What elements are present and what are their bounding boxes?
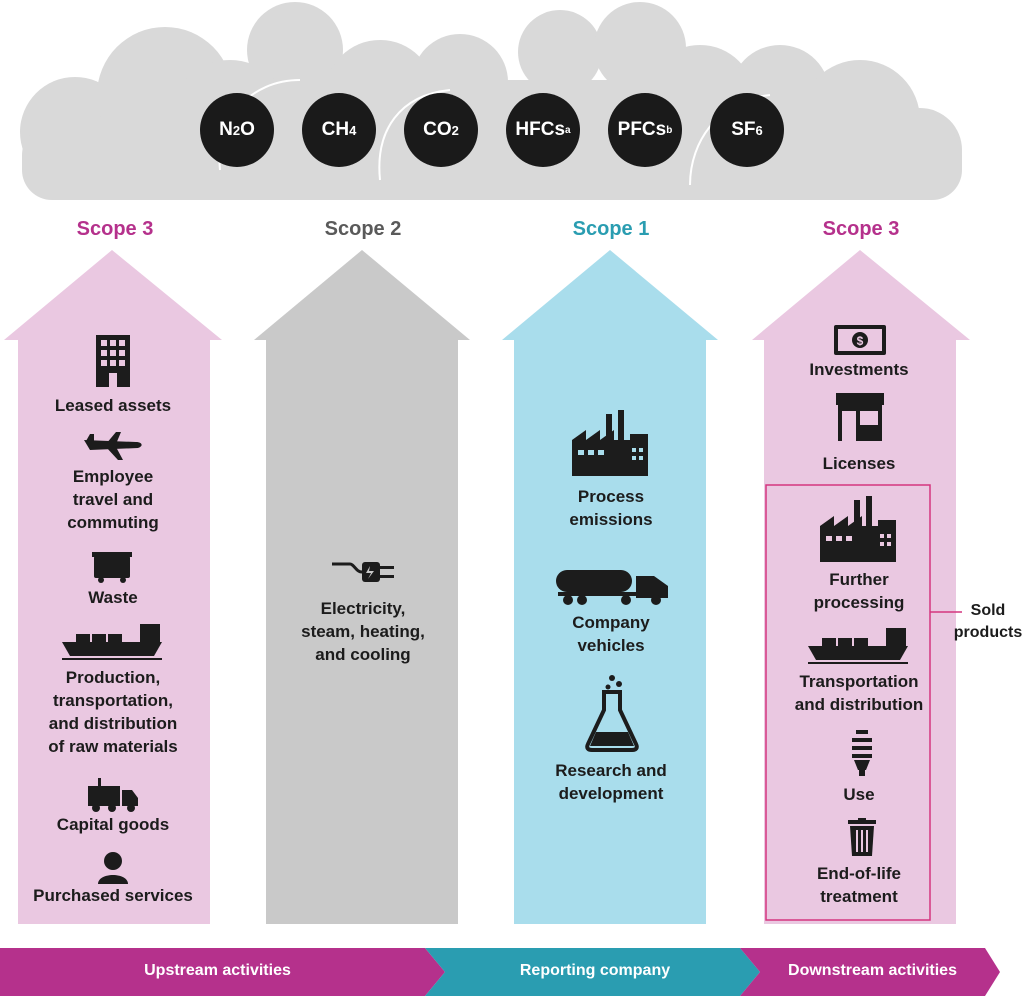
item-label-further-processing: Further processing bbox=[813, 570, 905, 612]
bottom-bar bbox=[0, 948, 1000, 996]
building-icon bbox=[96, 335, 130, 387]
scope3-upstream-arrow bbox=[4, 250, 222, 924]
trash-can-icon bbox=[848, 818, 876, 856]
factory-icon bbox=[572, 410, 648, 476]
cargo-ship-icon bbox=[62, 624, 162, 660]
upstream-activities-label: Upstream activities bbox=[144, 962, 291, 979]
item-label-investments: Investments bbox=[809, 360, 909, 379]
storefront-icon bbox=[836, 393, 884, 441]
scope2-arrow bbox=[254, 250, 470, 924]
cloud-shape bbox=[20, 2, 962, 200]
svg-text:$: $ bbox=[857, 334, 864, 348]
item-label-research: Research and development bbox=[555, 761, 667, 803]
reporting-segment bbox=[425, 948, 760, 996]
truck-icon bbox=[88, 778, 138, 812]
item-label-company-vehicles: Company vehicles bbox=[572, 613, 650, 655]
money-icon: $ bbox=[834, 325, 886, 355]
item-label-raw-materials: Production, transportation, and distribu… bbox=[48, 668, 178, 756]
dumpster-icon bbox=[92, 552, 132, 583]
item-label-electricity: Electricity, steam, heating, and cooling bbox=[301, 599, 425, 664]
lightbulb-icon bbox=[852, 730, 872, 776]
factory-icon bbox=[820, 496, 896, 562]
item-label-end-of-life: End-of-life treatment bbox=[816, 864, 902, 906]
item-label-waste: Waste bbox=[88, 588, 138, 607]
sold-products-label: Sold products bbox=[953, 602, 1023, 641]
sold-products-box bbox=[765, 484, 931, 921]
plug-icon bbox=[332, 562, 394, 582]
downstream-segment bbox=[740, 948, 1000, 996]
cargo-ship-icon bbox=[808, 628, 908, 664]
tanker-truck-icon bbox=[556, 570, 668, 605]
item-label-transport-distribution: Transportation and distribution bbox=[794, 672, 924, 714]
upstream-segment bbox=[0, 948, 445, 996]
airplane-icon bbox=[84, 432, 142, 460]
scope-heading-scope1: Scope 1 bbox=[572, 218, 650, 240]
flask-icon bbox=[585, 675, 639, 752]
item-label-licenses: Licenses bbox=[822, 454, 896, 473]
person-icon bbox=[98, 852, 128, 884]
item-label-use: Use bbox=[843, 785, 875, 804]
item-label-process-emissions: Process emissions bbox=[569, 487, 653, 529]
item-label-leased-assets: Leased assets bbox=[54, 396, 172, 415]
item-label-purchased-services: Purchased services bbox=[33, 886, 193, 905]
scope-heading-scope2: Scope 2 bbox=[324, 218, 402, 240]
downstream-activities-label: Downstream activities bbox=[788, 962, 957, 979]
scope3-downstream-arrow bbox=[752, 250, 970, 924]
reporting-company-label: Reporting company bbox=[519, 962, 671, 979]
scope-heading-upstream: Scope 3 bbox=[76, 218, 154, 240]
item-label-capital-goods: Capital goods bbox=[56, 815, 170, 834]
scope-heading-downstream: Scope 3 bbox=[822, 218, 900, 240]
item-label-employee-travel: Employee travel and commuting bbox=[67, 467, 159, 532]
